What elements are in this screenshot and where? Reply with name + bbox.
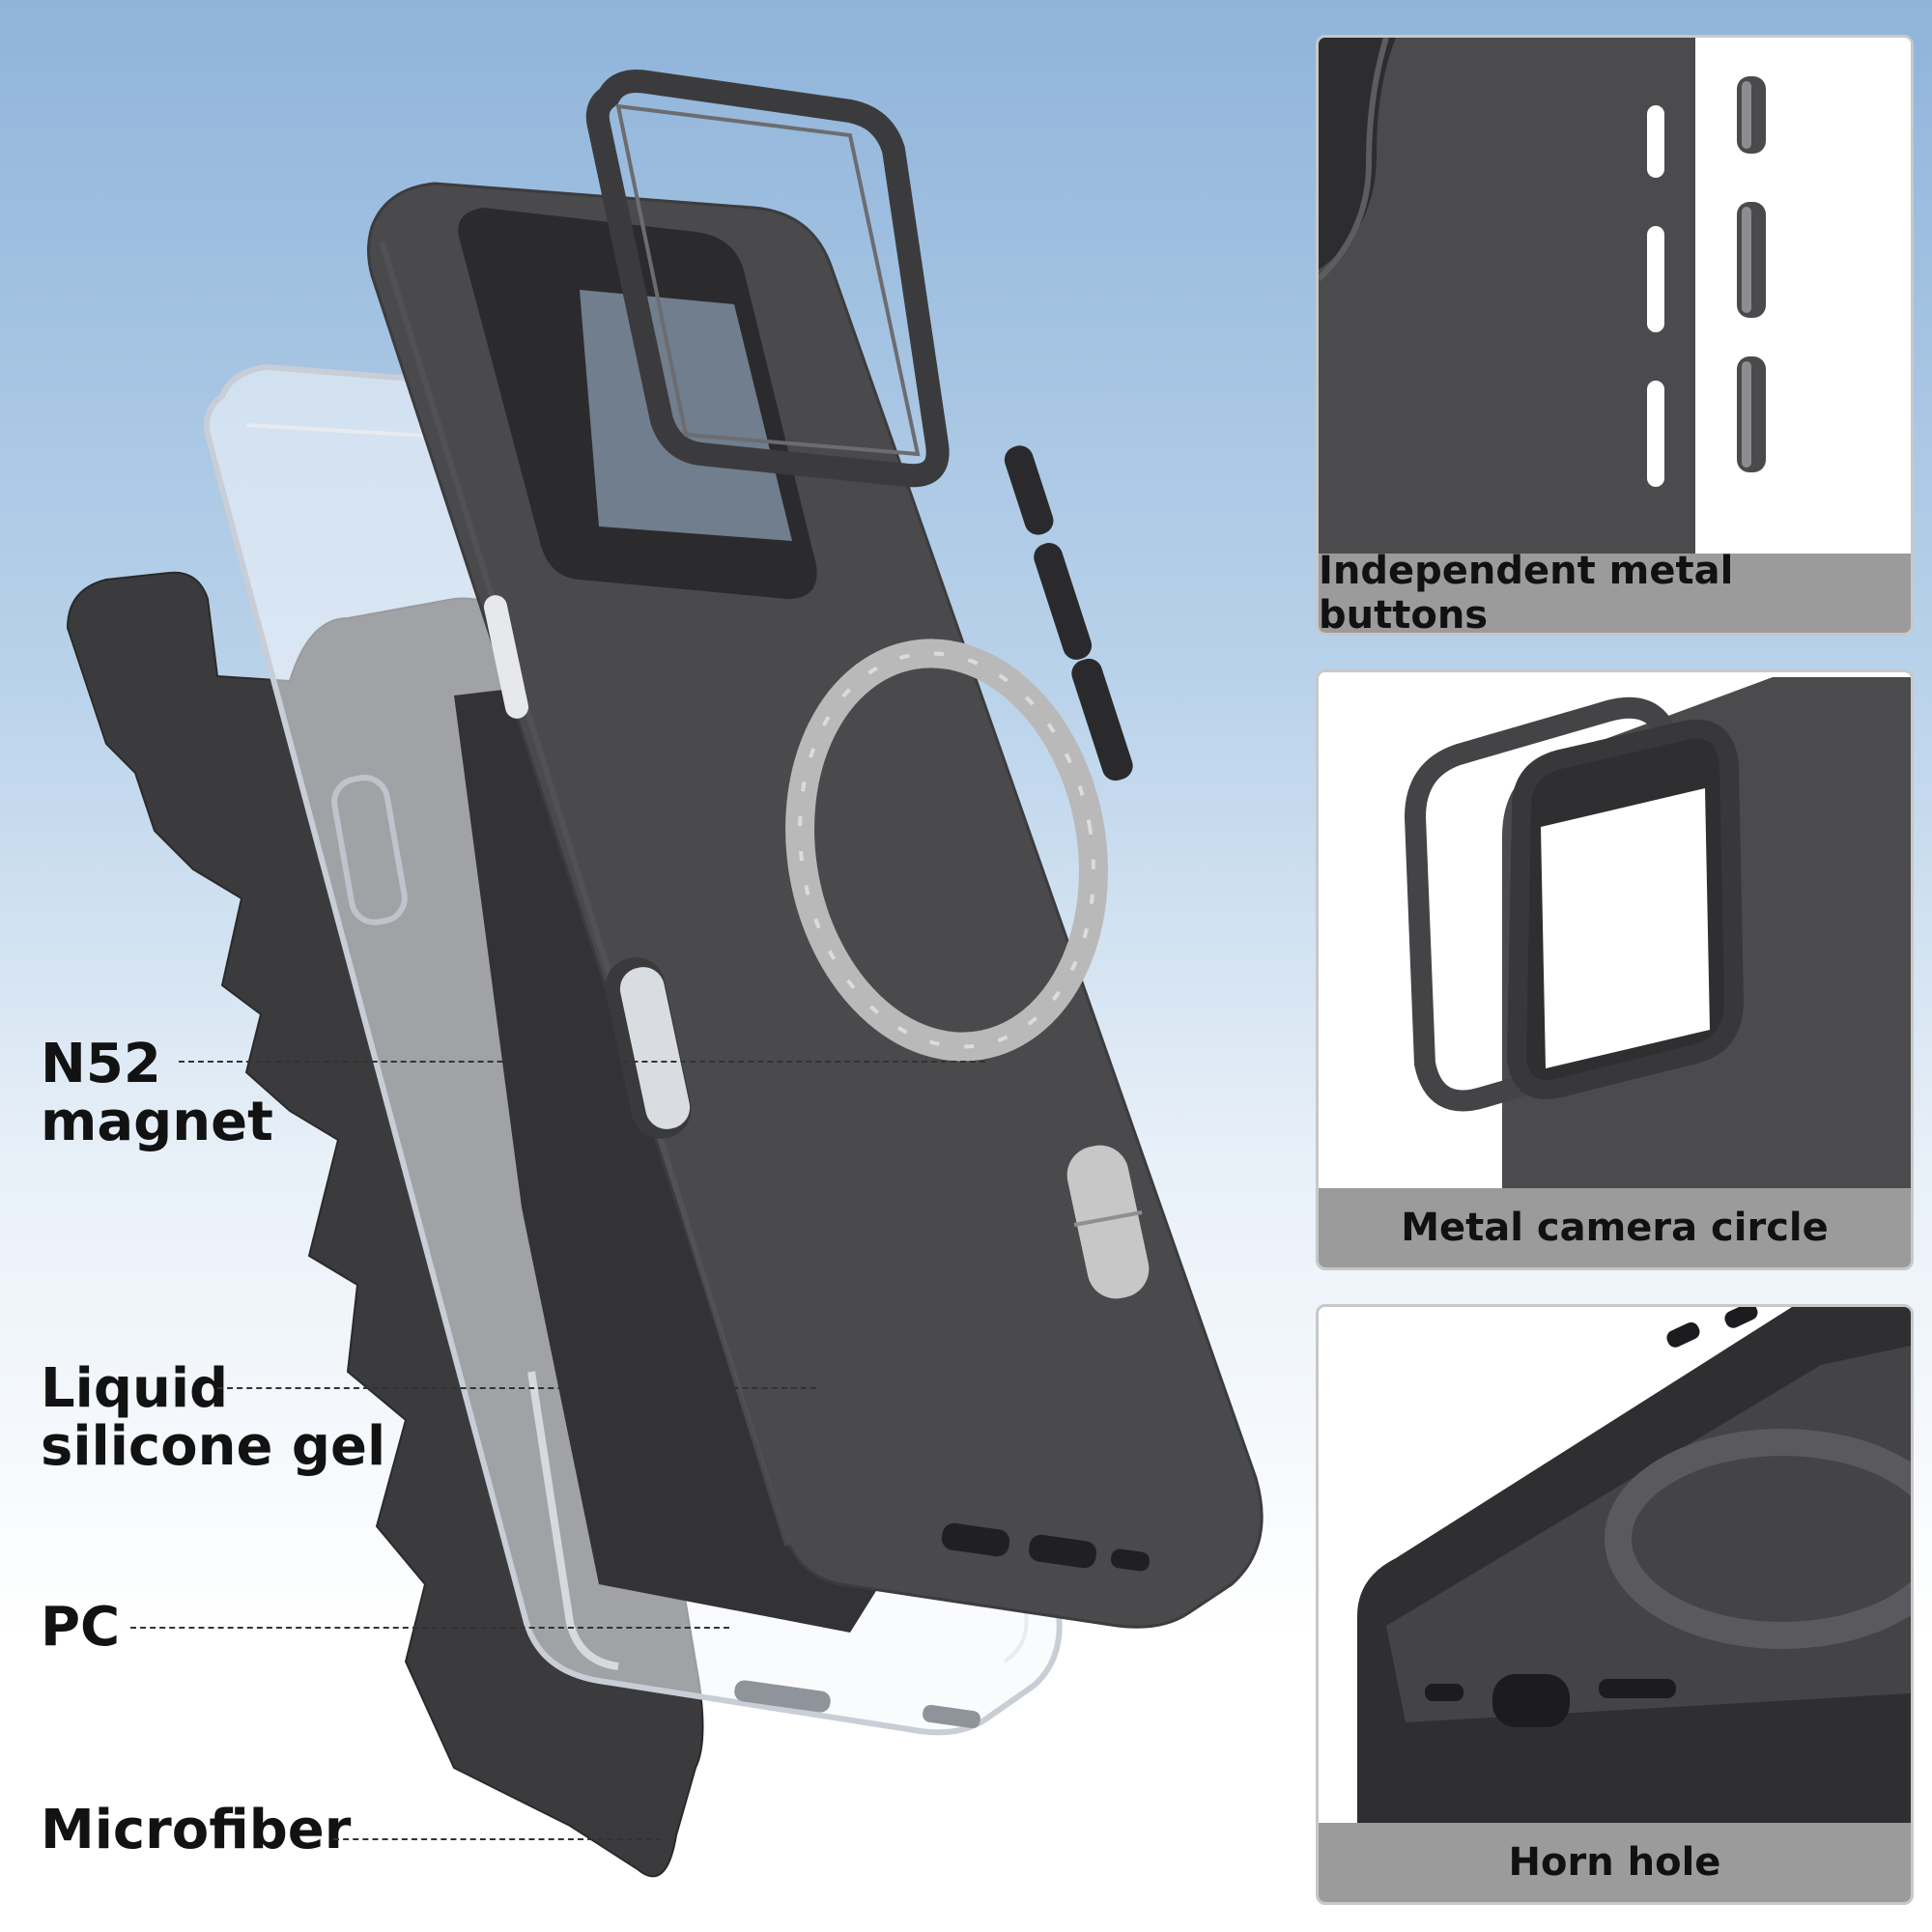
leader-microfiber bbox=[333, 1838, 662, 1840]
callout-pc: PC bbox=[41, 1599, 120, 1657]
callout-pc-line1: PC bbox=[41, 1596, 121, 1659]
caption-metal-buttons: Independent metal buttons bbox=[1319, 549, 1911, 633]
leader-pc bbox=[130, 1627, 729, 1629]
panel-metal-buttons: Independent metal buttons bbox=[1316, 35, 1914, 636]
horn-hole-photo bbox=[1319, 1307, 1911, 1823]
metal-button-2 bbox=[1034, 543, 1093, 660]
callout-liquid-silicone: Liquid silicone gel bbox=[41, 1360, 385, 1476]
callout-n52-magnet: N52 magnet bbox=[41, 1036, 273, 1151]
callout-liquid-line1: Liquid bbox=[41, 1357, 229, 1420]
callout-microfiber-line1: Microfiber bbox=[41, 1799, 352, 1861]
leader-n52 bbox=[179, 1061, 985, 1063]
callout-n52-line2: magnet bbox=[41, 1091, 273, 1153]
metal-buttons-photo bbox=[1319, 38, 1911, 554]
callout-microfiber: Microfiber bbox=[41, 1802, 351, 1860]
callout-liquid-line2: silicone gel bbox=[41, 1415, 386, 1478]
callout-n52-line1: N52 bbox=[41, 1033, 161, 1095]
exploded-case-illustration bbox=[66, 70, 1264, 1878]
panel-horn-hole: Horn hole bbox=[1316, 1304, 1914, 1905]
alignment-slot bbox=[1066, 1145, 1150, 1299]
panel-camera-circle: Metal camera circle bbox=[1316, 669, 1914, 1270]
camera-circle-photo bbox=[1319, 672, 1911, 1188]
metal-button-3 bbox=[1071, 658, 1133, 781]
caption-camera-circle: Metal camera circle bbox=[1319, 1188, 1911, 1267]
leader-liquid bbox=[217, 1387, 816, 1389]
metal-button-1 bbox=[1004, 445, 1054, 535]
caption-horn-hole: Horn hole bbox=[1319, 1823, 1911, 1902]
metal-camera-frame bbox=[585, 70, 950, 488]
